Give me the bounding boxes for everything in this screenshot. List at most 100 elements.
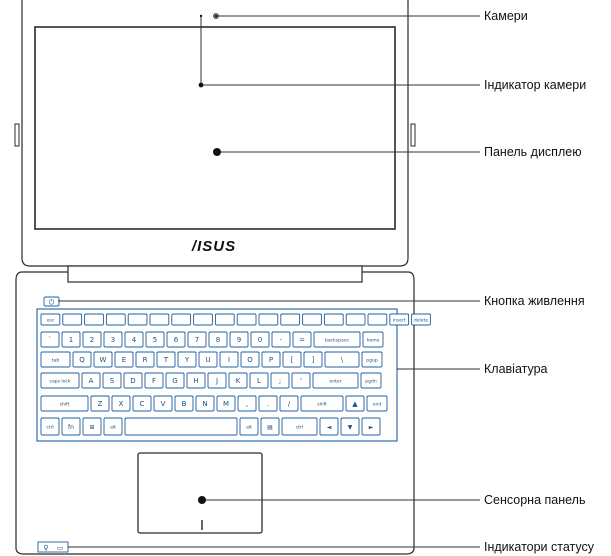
key-r3-10[interactable]	[240, 351, 260, 368]
key-r2-9[interactable]	[208, 331, 228, 348]
key-r2-4[interactable]	[103, 331, 123, 348]
key-r4-2[interactable]	[81, 372, 101, 389]
key-r3-9[interactable]	[219, 351, 239, 368]
touchpad[interactable]	[137, 452, 263, 534]
key-r4-1[interactable]	[40, 372, 80, 389]
key-r5-6[interactable]	[174, 395, 194, 412]
key-label: ◄	[327, 424, 332, 431]
key-r6-1[interactable]	[40, 417, 60, 436]
key-r1-10[interactable]	[236, 313, 257, 326]
key-r2-2[interactable]	[61, 331, 81, 348]
key-r1-11[interactable]	[258, 313, 279, 326]
keyboard-area	[36, 308, 398, 442]
key-r1-16[interactable]	[367, 313, 388, 326]
key-r2-10[interactable]	[229, 331, 249, 348]
key-r1-6[interactable]	[149, 313, 170, 326]
key-r1-5[interactable]	[127, 313, 148, 326]
key-r1-1[interactable]	[40, 313, 61, 326]
key-r1-7[interactable]	[171, 313, 192, 326]
key-r5-9[interactable]	[237, 395, 257, 412]
key-r1-14[interactable]	[323, 313, 344, 326]
key-label: ctrl	[46, 425, 53, 431]
key-r1-2[interactable]	[62, 313, 83, 326]
key-r2-3[interactable]	[82, 331, 102, 348]
key-r2-12[interactable]	[271, 331, 291, 348]
key-r2-8[interactable]	[187, 331, 207, 348]
key-r4-4[interactable]	[123, 372, 143, 389]
key-label: O	[247, 356, 253, 364]
key-r5-14[interactable]	[366, 395, 388, 412]
key-r6-8[interactable]	[281, 417, 318, 436]
key-r4-6[interactable]	[165, 372, 185, 389]
key-r2-14[interactable]	[313, 331, 361, 348]
key-r6-2[interactable]	[61, 417, 81, 436]
key-r1-12[interactable]	[280, 313, 301, 326]
key-r3-3[interactable]	[93, 351, 113, 368]
key-r2-6[interactable]	[145, 331, 165, 348]
key-r5-5[interactable]	[153, 395, 173, 412]
key-r4-7[interactable]	[186, 372, 206, 389]
key-r3-13[interactable]	[303, 351, 323, 368]
key-r5-11[interactable]	[279, 395, 299, 412]
key-r3-5[interactable]	[135, 351, 155, 368]
key-label: alt	[110, 425, 116, 431]
key-r5-12[interactable]	[300, 395, 344, 412]
key-r5-13[interactable]	[345, 395, 365, 412]
key-label: D	[130, 377, 135, 385]
key-r1-8[interactable]	[193, 313, 213, 326]
key-r6-3[interactable]	[82, 417, 102, 436]
key-label: 9	[237, 336, 241, 344]
key-r4-13[interactable]	[312, 372, 359, 389]
key-r4-12[interactable]	[291, 372, 311, 389]
key-label: H	[193, 377, 198, 385]
key-r1-3[interactable]	[84, 313, 104, 326]
key-label: ▲	[352, 400, 358, 408]
key-r4-8[interactable]	[207, 372, 227, 389]
key-r4-9[interactable]	[228, 372, 248, 389]
key-r1-18[interactable]	[411, 313, 431, 326]
key-r3-7[interactable]	[177, 351, 197, 368]
key-label: insert	[393, 318, 406, 324]
key-r3-11[interactable]	[261, 351, 281, 368]
key-r1-13[interactable]	[302, 313, 322, 326]
key-r3-15[interactable]	[361, 351, 383, 368]
key-r2-15[interactable]	[362, 331, 384, 348]
key-r6-7[interactable]	[260, 417, 280, 436]
key-r3-4[interactable]	[114, 351, 134, 368]
key-r4-5[interactable]	[144, 372, 164, 389]
key-r3-14[interactable]	[324, 351, 360, 368]
key-r5-1[interactable]	[40, 395, 89, 412]
key-r5-2[interactable]	[90, 395, 110, 412]
key-r4-11[interactable]	[270, 372, 290, 389]
key-r3-12[interactable]	[282, 351, 302, 368]
key-r2-5[interactable]	[124, 331, 144, 348]
key-r6-9[interactable]	[319, 417, 339, 436]
key-r6-5[interactable]	[124, 417, 238, 436]
key-r6-4[interactable]	[103, 417, 123, 436]
key-label: X	[119, 400, 124, 408]
key-r1-15[interactable]	[345, 313, 366, 326]
key-r2-7[interactable]	[166, 331, 186, 348]
key-r3-6[interactable]	[156, 351, 176, 368]
key-r4-14[interactable]	[360, 372, 382, 389]
key-r1-4[interactable]	[105, 313, 126, 326]
key-r5-10[interactable]	[258, 395, 278, 412]
key-r6-10[interactable]	[340, 417, 360, 436]
key-r5-4[interactable]	[132, 395, 152, 412]
key-r1-9[interactable]	[214, 313, 235, 326]
key-r3-8[interactable]	[198, 351, 218, 368]
key-r3-1[interactable]	[40, 351, 71, 368]
key-r2-13[interactable]	[292, 331, 312, 348]
key-r5-3[interactable]	[111, 395, 131, 412]
key-r5-8[interactable]	[216, 395, 236, 412]
key-r5-7[interactable]	[195, 395, 215, 412]
key-r4-10[interactable]	[249, 372, 269, 389]
key-r4-3[interactable]	[102, 372, 122, 389]
key-r2-1[interactable]	[40, 331, 60, 348]
key-r6-6[interactable]	[239, 417, 259, 436]
key-r3-2[interactable]	[72, 351, 92, 368]
key-r2-11[interactable]	[250, 331, 270, 348]
key-r6-11[interactable]	[361, 417, 381, 436]
key-r1-17[interactable]	[389, 313, 410, 326]
